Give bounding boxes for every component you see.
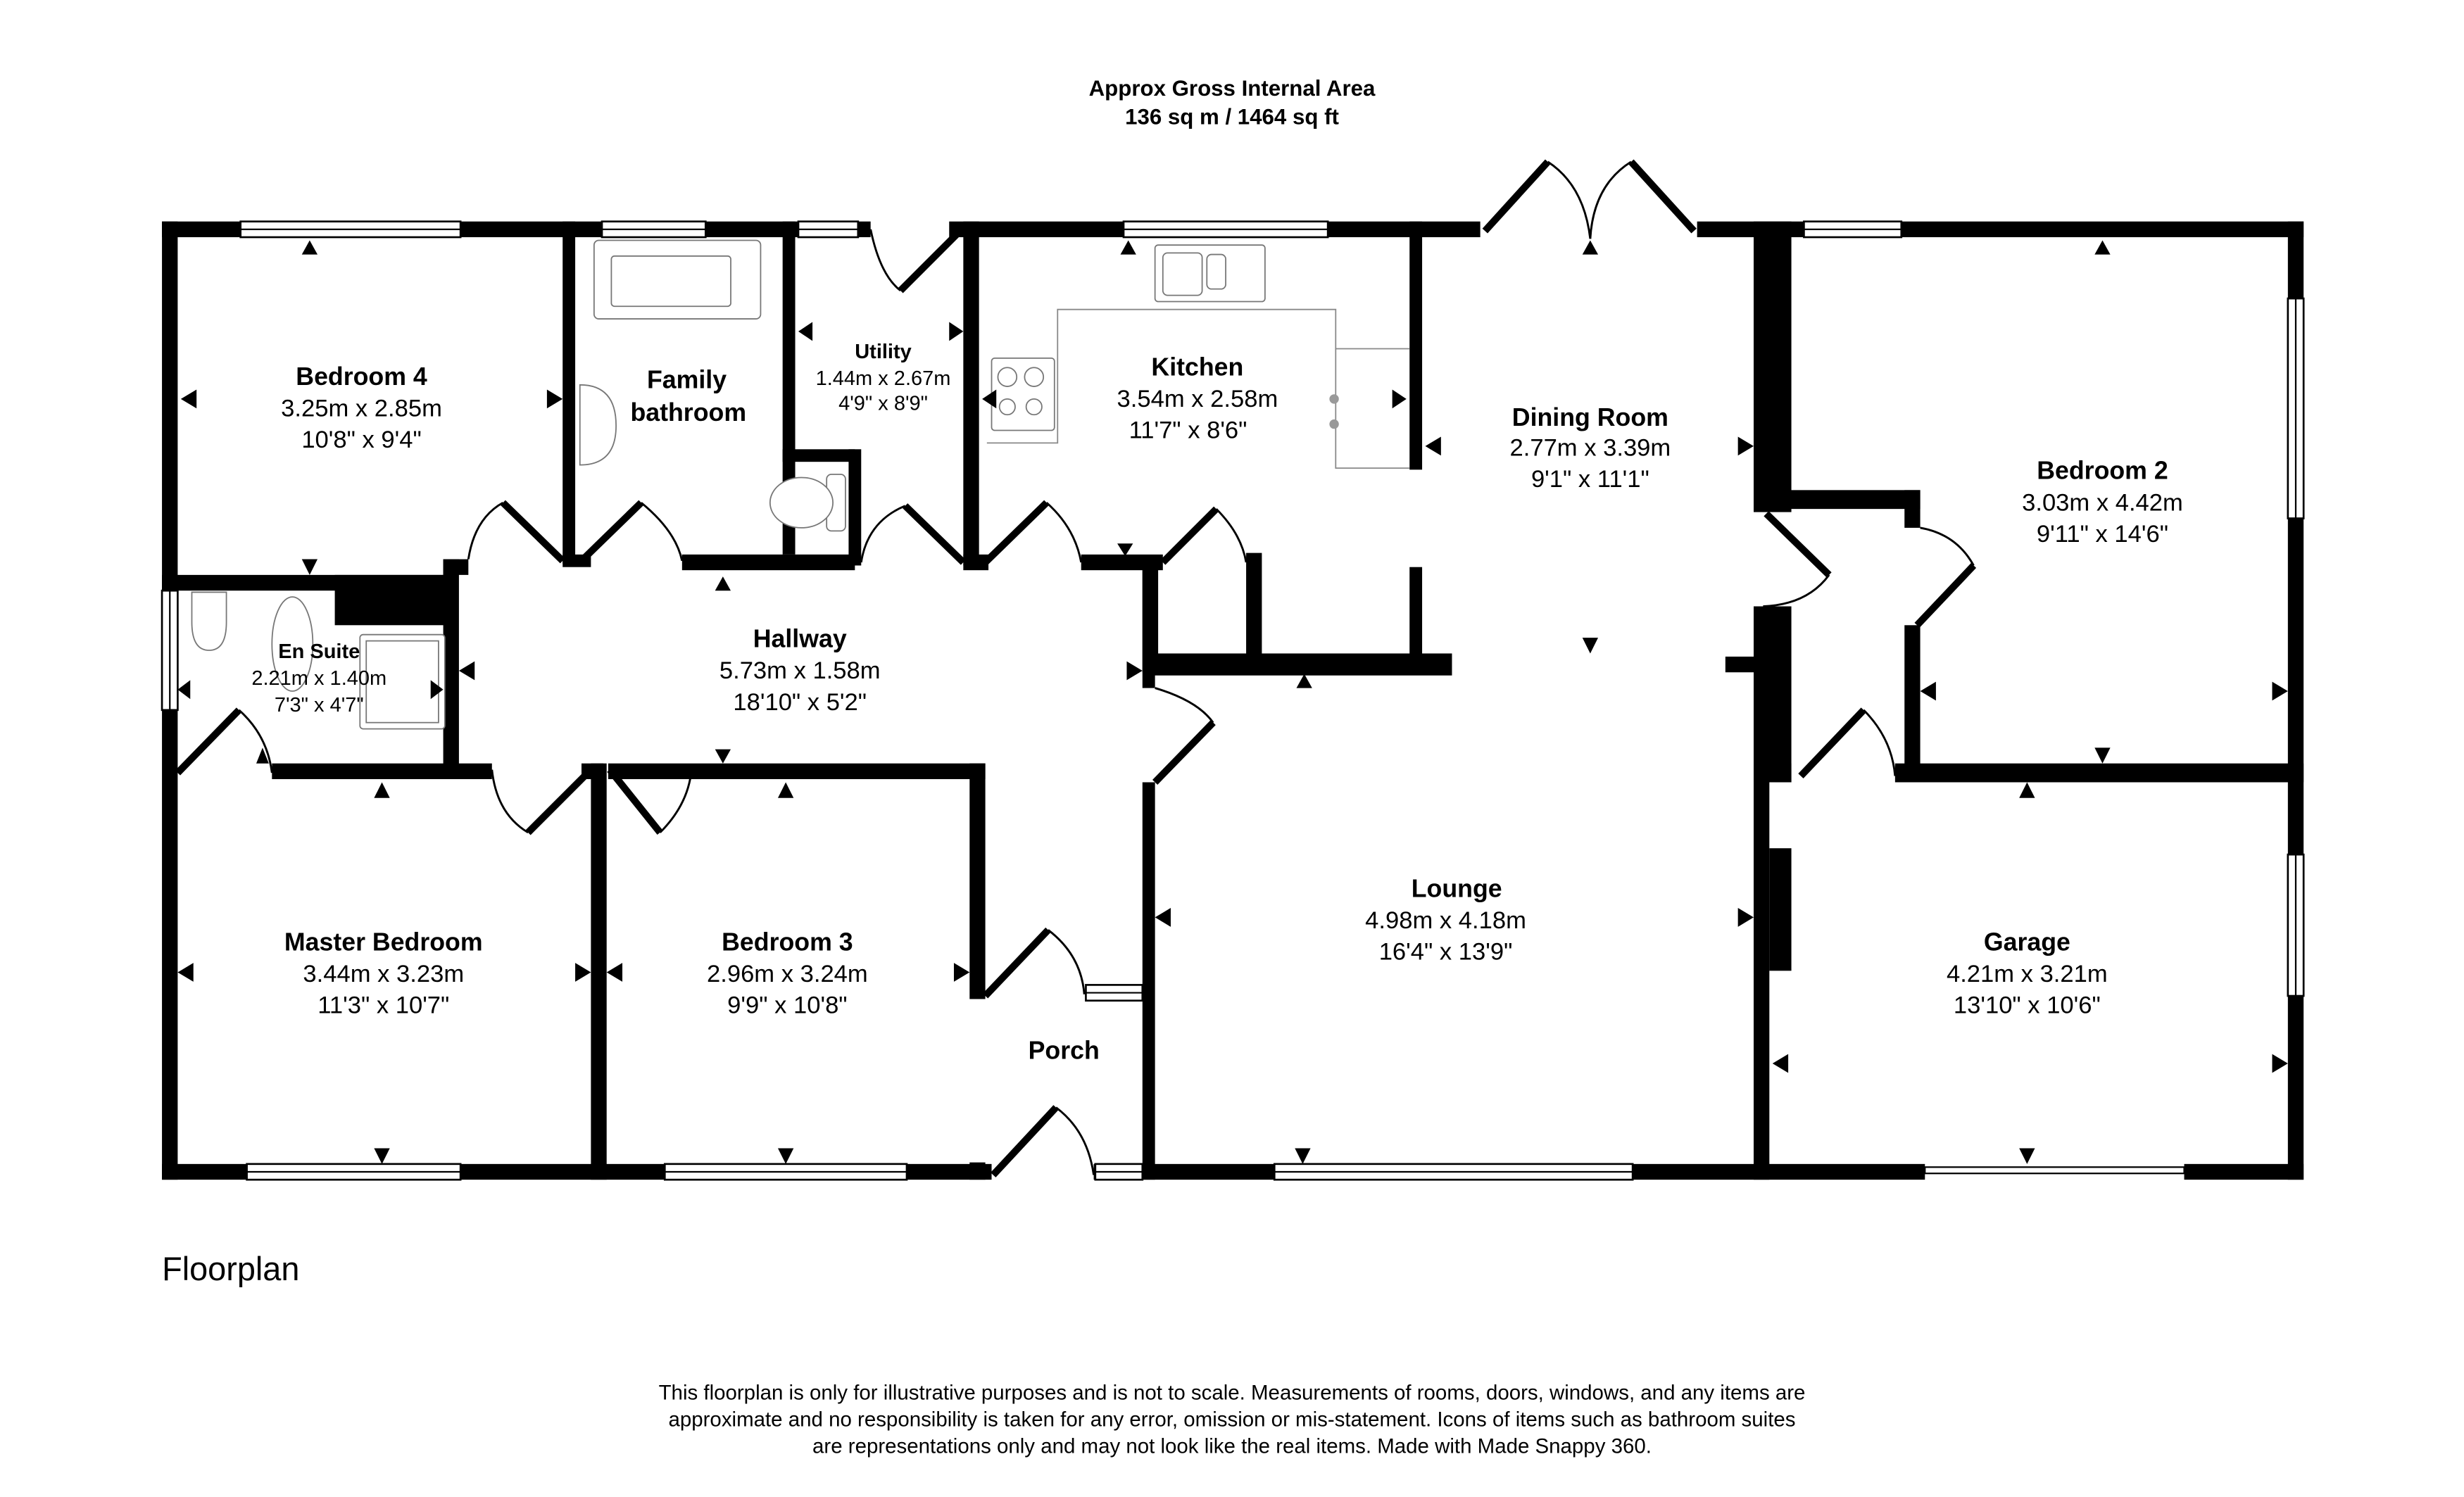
room-name-line1: Family <box>647 365 727 393</box>
room-metric: 1.44m x 2.67m <box>816 367 951 390</box>
room-metric: 2.77m x 3.39m <box>1510 434 1671 461</box>
room-en-suite: En Suite 2.21m x 1.40m 7'3" x 4'7" <box>251 640 386 716</box>
room-metric: 3.44m x 3.23m <box>303 961 464 987</box>
room-imperial: 7'3" x 4'7" <box>275 694 364 716</box>
room-imperial: 9'11" x 14'6" <box>2037 521 2168 548</box>
room-name: En Suite <box>278 640 360 663</box>
disclaimer-line-2: approximate and no responsibility is tak… <box>669 1408 1796 1432</box>
room-name: Porch <box>1029 1036 1100 1064</box>
room-metric: 5.73m x 1.58m <box>719 657 881 684</box>
room-imperial: 16'4" x 13'9" <box>1379 939 1513 966</box>
room-lounge: Lounge 4.98m x 4.18m 16'4" x 13'9" <box>1365 874 1526 965</box>
room-metric: 3.54m x 2.58m <box>1117 386 1278 412</box>
room-kitchen: Kitchen 3.54m x 2.58m 11'7" x 8'6" <box>1117 353 1278 443</box>
room-family-bathroom: Family bathroom <box>630 365 746 427</box>
floorplan-label: Floorplan <box>162 1251 299 1287</box>
room-bedroom-2: Bedroom 2 3.03m x 4.42m 9'11" x 14'6" <box>2022 457 2183 548</box>
room-name: Garage <box>1984 928 2070 956</box>
room-dining-room: Dining Room 2.77m x 3.39m 9'1" x 11'1" <box>1510 403 1671 493</box>
area-value: 136 sq m / 1464 sq ft <box>1125 104 1339 129</box>
doors <box>175 159 1977 1177</box>
room-porch: Porch <box>1029 1036 1100 1064</box>
basin-icon <box>579 384 617 466</box>
room-hallway: Hallway 5.73m x 1.58m 18'10" x 5'2" <box>719 625 881 716</box>
disclaimer-line-3: are representations only and may not loo… <box>812 1435 1652 1458</box>
room-bedroom-4: Bedroom 4 3.25m x 2.85m 10'8" x 9'4" <box>281 362 442 453</box>
room-metric: 4.21m x 3.21m <box>1947 961 2108 987</box>
room-name: Bedroom 3 <box>722 928 853 956</box>
room-imperial: 4'9" x 8'9" <box>838 393 928 415</box>
ensuite-toilet-icon <box>271 596 314 692</box>
ensuite-basin-icon <box>191 591 227 651</box>
room-bedroom-3: Bedroom 3 2.96m x 3.24m 9'9" x 10'8" <box>707 928 868 1018</box>
room-metric: 3.25m x 2.85m <box>281 395 442 422</box>
hob-icon <box>991 357 1055 431</box>
room-metric: 2.96m x 3.24m <box>707 961 868 987</box>
room-name: Master Bedroom <box>284 928 483 956</box>
room-metric: 2.21m x 1.40m <box>251 667 386 690</box>
room-imperial: 18'10" x 5'2" <box>733 689 867 716</box>
room-metric: 4.98m x 4.18m <box>1365 907 1526 934</box>
room-imperial: 9'1" x 11'1" <box>1531 466 1649 493</box>
room-imperial: 13'10" x 10'6" <box>1954 992 2101 1019</box>
room-utility: Utility 1.44m x 2.67m 4'9" x 8'9" <box>816 341 951 415</box>
room-imperial: 10'8" x 9'4" <box>301 427 421 453</box>
room-name: Dining Room <box>1512 403 1668 431</box>
room-garage: Garage 4.21m x 3.21m 13'10" x 10'6" <box>1947 928 2108 1018</box>
room-name: Bedroom 2 <box>2037 457 2168 485</box>
windows <box>161 220 2305 1181</box>
measurement-markers <box>177 240 2288 1164</box>
room-imperial: 9'9" x 10'8" <box>727 992 847 1019</box>
room-metric: 3.03m x 4.42m <box>2022 489 2183 516</box>
room-name-line2: bathroom <box>630 398 746 427</box>
room-imperial: 11'7" x 8'6" <box>1129 417 1247 444</box>
fixtures <box>191 239 1410 730</box>
room-name: Kitchen <box>1151 353 1243 381</box>
room-name: Lounge <box>1412 874 1502 902</box>
room-imperial: 11'3" x 10'7" <box>318 992 449 1019</box>
room-master-bedroom: Master Bedroom 3.44m x 3.23m 11'3" x 10'… <box>284 928 483 1018</box>
room-name: Hallway <box>753 625 847 653</box>
room-name: Bedroom 4 <box>296 362 427 391</box>
room-name: Utility <box>855 341 912 363</box>
area-title: Approx Gross Internal Area <box>1089 76 1376 101</box>
disclaimer-line-1: This floorplan is only for illustrative … <box>659 1382 1806 1405</box>
